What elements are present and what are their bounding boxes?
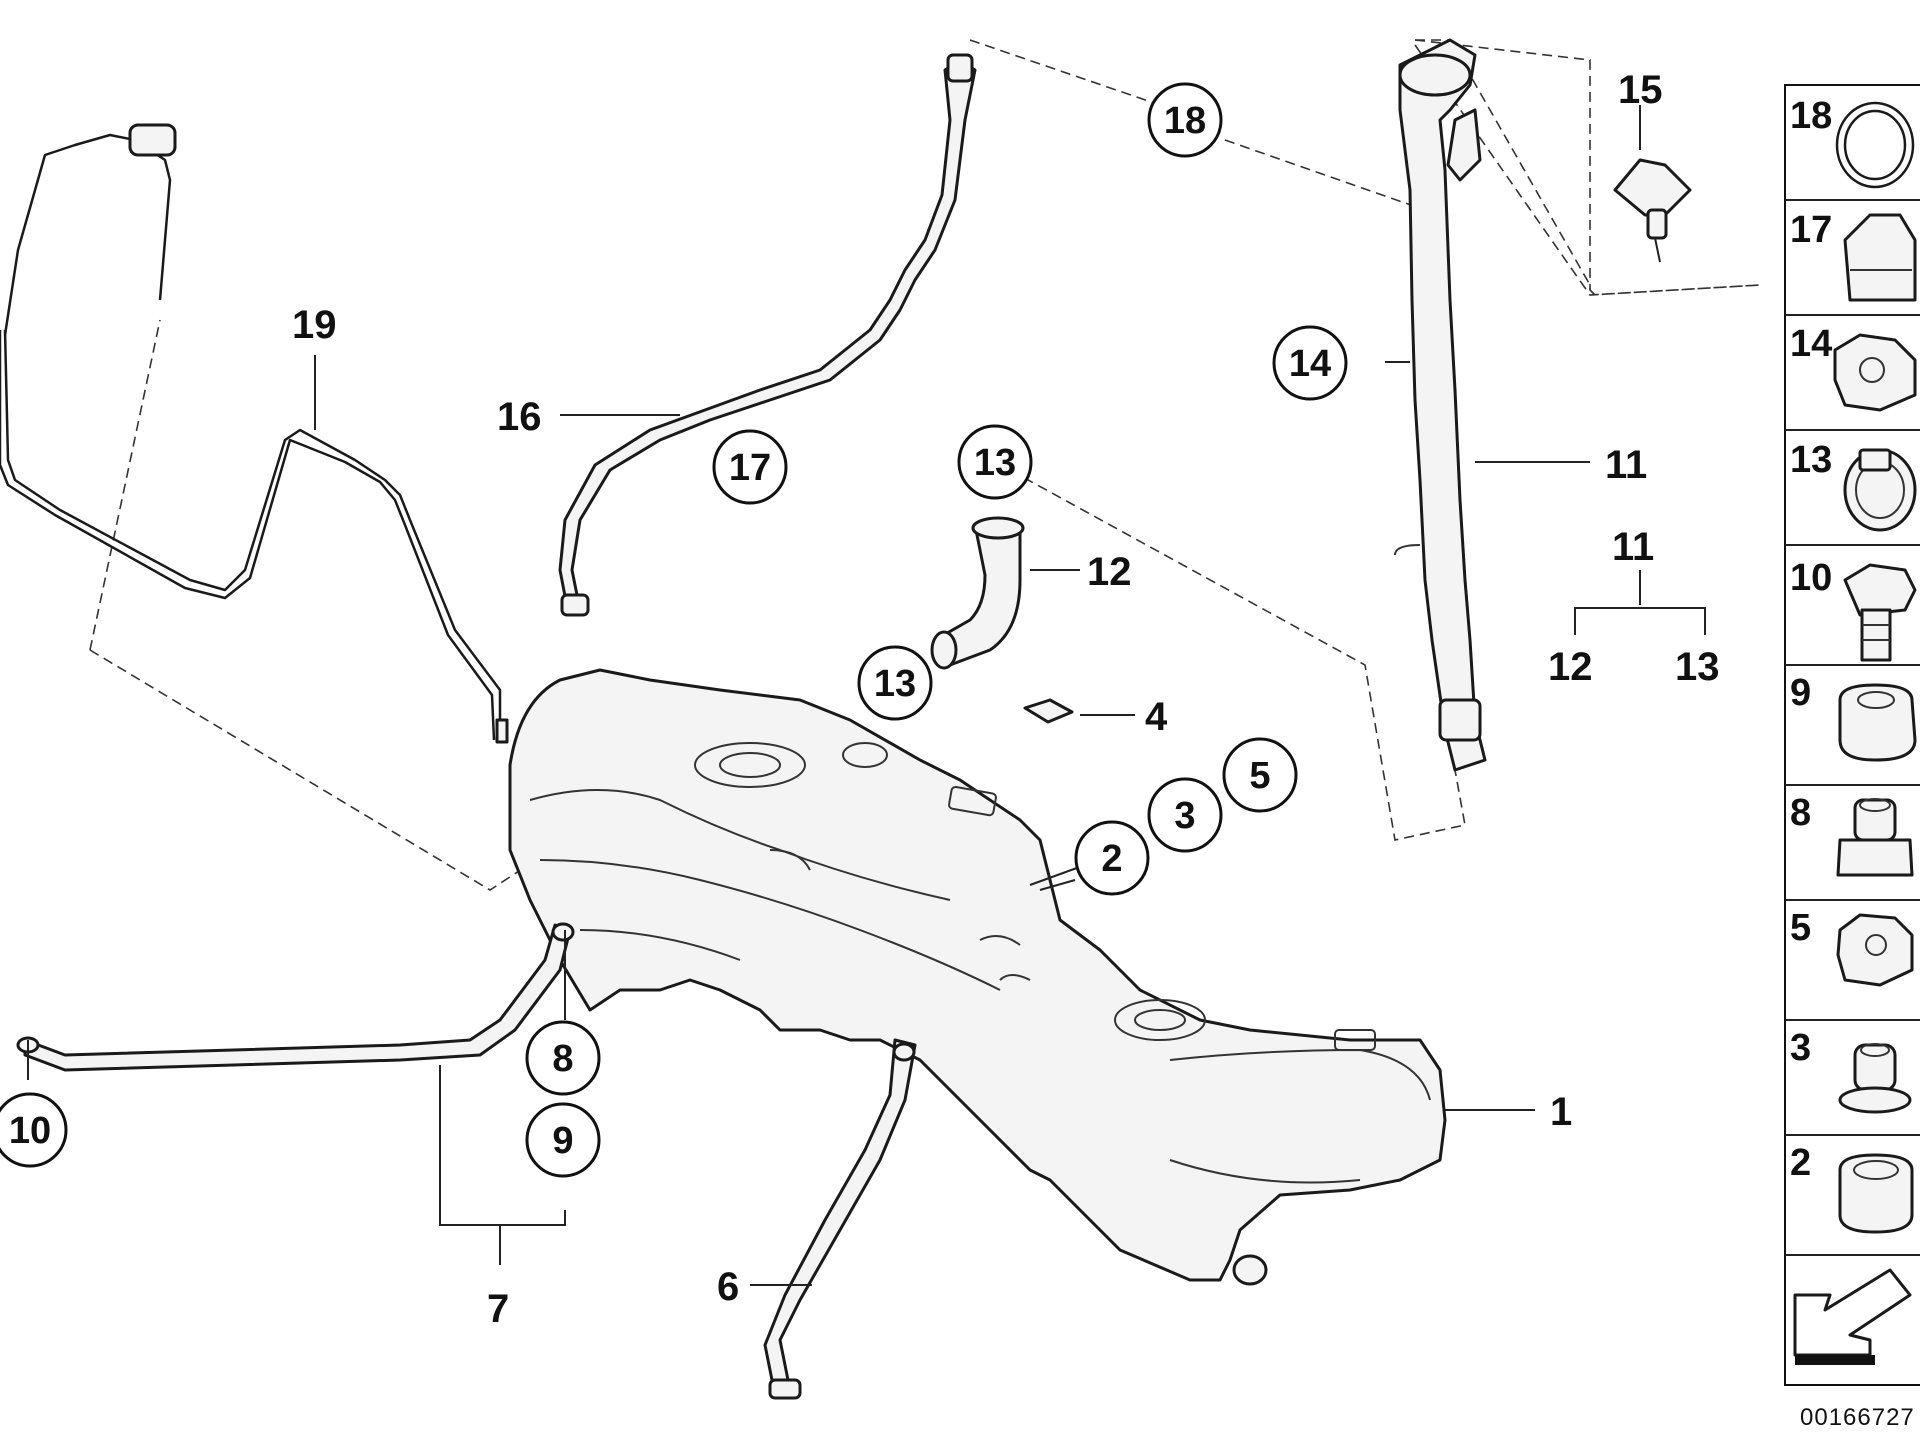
document-id: 00166727 [1800,1404,1915,1431]
label-11-group: 11 [1612,525,1654,569]
label-19: 19 [292,303,337,347]
legend-5: 5 [1790,907,1811,949]
label-16: 16 [497,395,542,439]
svg-text:13: 13 [974,442,1016,484]
label-1: 1 [1550,1090,1572,1134]
circled-part-labels: 18 17 14 13 13 5 3 2 [0,82,1348,1178]
grommet-2-icon [1838,1153,1914,1234]
label-6: 6 [717,1265,739,1309]
circle-label-3: 3 [1147,777,1223,853]
svg-text:17: 17 [729,447,771,489]
legend-8: 8 [1790,792,1811,834]
strap-6 [763,1038,917,1400]
bolt-icon [1843,563,1917,662]
svg-text:2: 2 [1101,838,1122,880]
label-13-group: 13 [1675,645,1720,689]
svg-text:9: 9 [552,1120,573,1162]
svg-text:8: 8 [552,1038,573,1080]
circle-label-9: 9 [525,1102,601,1178]
grommet-8-icon [1836,798,1914,877]
circle-label-13-upper: 13 [957,424,1033,500]
parts-legend: 18 17 14 13 10 9 8 5 3 2 [1784,84,1920,1386]
legend-3: 3 [1790,1027,1811,1069]
hose-clamp-icon [1843,448,1917,532]
svg-text:10: 10 [9,1110,51,1152]
circle-label-8: 8 [525,1020,601,1096]
svg-text:14: 14 [1289,343,1331,385]
svg-text:3: 3 [1174,795,1195,837]
legend-14: 14 [1790,323,1832,365]
circle-label-10: 10 [0,1092,68,1168]
circle-label-17: 17 [712,429,788,505]
svg-text:18: 18 [1164,100,1206,142]
legend-18: 18 [1790,95,1832,137]
svg-text:13: 13 [874,663,916,705]
label-12-group: 12 [1548,645,1593,689]
circle-label-14: 14 [1272,325,1348,401]
nut-5-icon [1836,913,1914,987]
label-15: 15 [1618,68,1663,112]
connector-15 [1613,158,1692,263]
label-7: 7 [487,1287,509,1331]
nut-14-icon [1833,333,1917,412]
fuel-tank-1 [508,668,1447,1286]
strap-7 [16,922,575,1072]
leader-lines [27,105,1706,1286]
legend-17: 17 [1790,209,1832,251]
legend-2: 2 [1790,1142,1811,1184]
legend-9: 9 [1790,672,1811,714]
label-11-neck: 11 [1605,443,1647,487]
circle-label-5: 5 [1222,737,1298,813]
label-4: 4 [1145,695,1168,739]
circle-label-18: 18 [1147,82,1223,158]
svg-text:5: 5 [1249,755,1270,797]
circle-label-2: 2 [1074,820,1150,896]
grommet-9-icon [1838,683,1917,762]
pad-4 [1023,698,1074,724]
arrow-icon [1793,1268,1912,1365]
grommet-3-icon [1838,1043,1912,1114]
o-ring-icon [1835,101,1915,189]
circle-label-13-lower: 13 [857,645,933,721]
label-12-hose: 12 [1087,550,1132,594]
fuel-line-19 [0,123,509,744]
legend-10: 10 [1790,557,1832,599]
filler-neck-11 [1394,38,1487,772]
clip-icon [1843,213,1917,302]
vent-hose-16 [558,53,977,617]
part-number-labels: 19 16 11 11 12 13 12 4 15 1 6 7 [292,68,1720,1331]
elbow-hose-12 [930,516,1025,670]
legend-13: 13 [1790,439,1832,481]
